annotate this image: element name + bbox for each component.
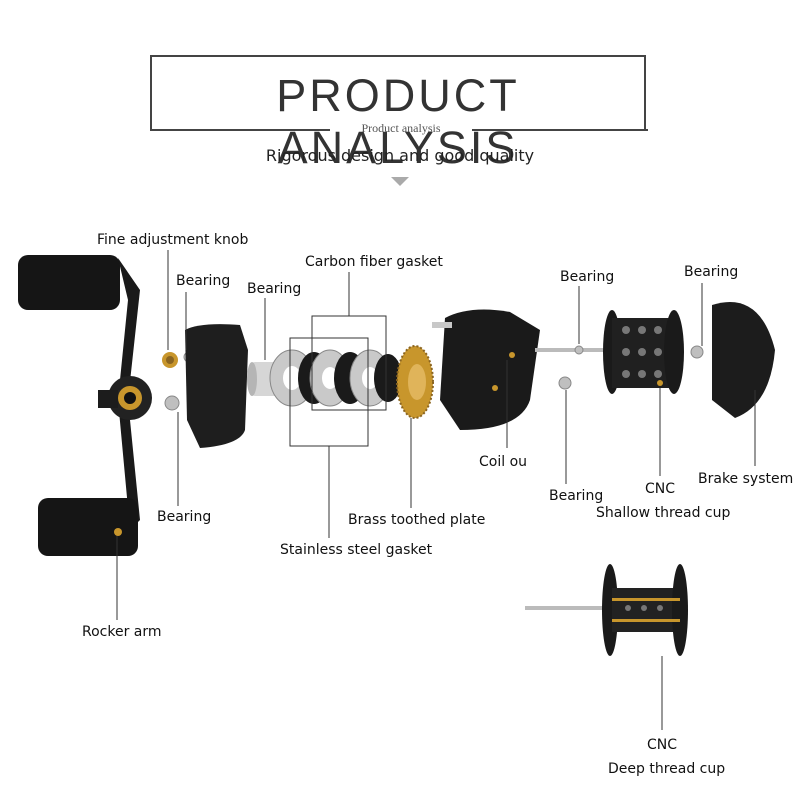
- label-cnc-1: CNC: [645, 481, 676, 497]
- page-subtitle: Product analysis: [361, 121, 441, 135]
- label-coil: Coil ou: [479, 454, 528, 470]
- gasket-stack-part: [269, 349, 402, 407]
- page-title: PRODUCT ANALYSIS: [276, 70, 520, 173]
- label-bearing-6: Bearing: [157, 509, 212, 525]
- deep-spool-part: [525, 564, 688, 656]
- label-bearing-4: Bearing: [684, 264, 739, 280]
- label-fine-adjustment-knob: Fine adjustment knob: [97, 232, 249, 248]
- label-rocker-arm: Rocker arm: [82, 624, 162, 640]
- header-frame-line-right: [472, 129, 648, 131]
- label-carbon-fiber-gasket: Carbon fiber gasket: [305, 254, 443, 270]
- tagline: Rigorous design and good quality: [265, 146, 535, 165]
- label-brass-toothed-plate: Brass toothed plate: [348, 512, 486, 528]
- label-bearing-2: Bearing: [247, 281, 302, 297]
- bearing-part-3: [558, 376, 572, 390]
- bearing-part-5: [690, 345, 704, 359]
- down-arrow-icon: [391, 177, 409, 186]
- label-cnc-2: CNC: [647, 737, 678, 753]
- fine-adjustment-knob-part: [162, 352, 178, 368]
- label-bearing-5: Bearing: [549, 488, 604, 504]
- bearing-part-1: [164, 395, 180, 411]
- header-frame: [150, 55, 646, 130]
- rocker-arm-part: [18, 255, 152, 556]
- shallow-spool-part: [603, 310, 684, 394]
- main-body-part: [432, 309, 605, 430]
- side-plate-part: [185, 324, 248, 448]
- label-stainless-steel-gasket: Stainless steel gasket: [280, 542, 433, 558]
- brass-toothed-plate-part: [396, 345, 434, 419]
- label-bearing-3: Bearing: [560, 269, 615, 285]
- label-shallow-thread-cup: Shallow thread cup: [596, 505, 731, 521]
- header-frame-line-left: [150, 129, 330, 131]
- bearing-part-4: [574, 345, 584, 355]
- leader-lines: [116, 250, 756, 730]
- label-brake-system: Brake system: [698, 471, 794, 487]
- label-bearing-1: Bearing: [176, 273, 231, 289]
- brake-system-part: [712, 302, 775, 418]
- label-deep-thread-cup: Deep thread cup: [608, 761, 726, 777]
